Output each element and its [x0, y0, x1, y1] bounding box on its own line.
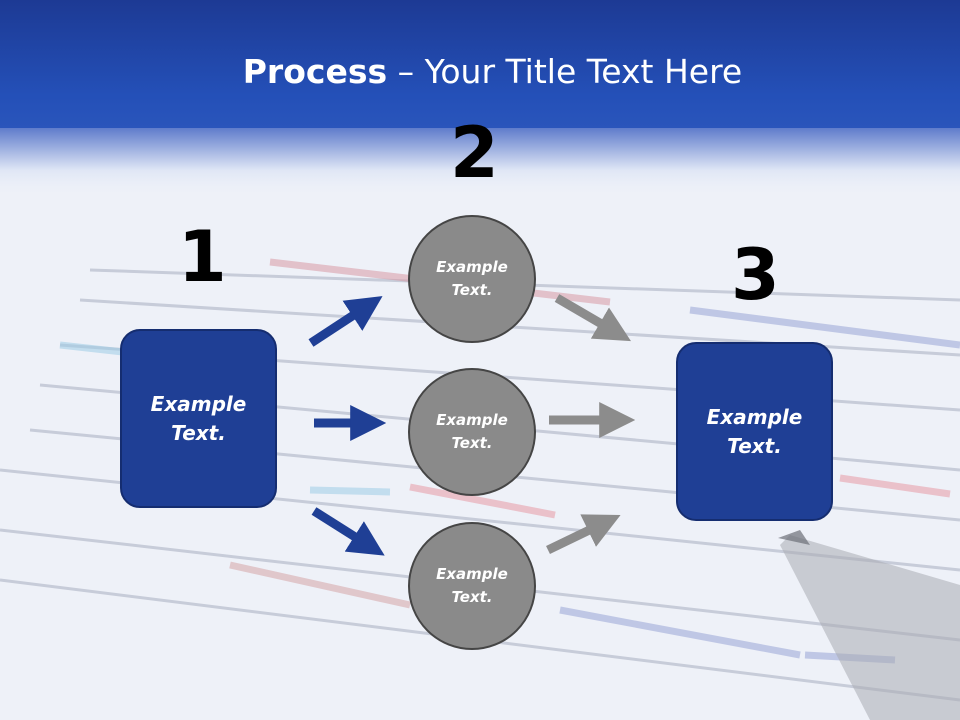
page-title: Process – Your Title Text Here	[0, 52, 960, 91]
arrow-blue-up	[308, 296, 383, 347]
arrow-blue-down	[311, 507, 385, 556]
step-2-circle-top: Example Text.	[408, 215, 536, 343]
step-number-1: 1	[178, 216, 227, 298]
step-number-3: 3	[731, 234, 780, 316]
step-1-label: Example Text.	[150, 391, 247, 445]
arrow-gray-up	[546, 514, 621, 555]
circle-top-label: Example Text.	[436, 257, 508, 299]
circle-bottom-label: Example Text.	[436, 564, 508, 606]
circle-middle-label: Example Text.	[436, 410, 508, 452]
step-1-box: Example Text.	[120, 329, 277, 508]
step-2-circle-middle: Example Text.	[408, 368, 536, 496]
title-bold: Process	[242, 52, 388, 91]
step-number-2: 2	[450, 112, 499, 194]
arrow-gray-down	[554, 294, 631, 342]
step-3-box: Example Text.	[676, 342, 833, 521]
step-2-circle-bottom: Example Text.	[408, 522, 536, 650]
step-3-label: Example Text.	[706, 404, 803, 458]
title-rest: – Your Title Text Here	[387, 52, 743, 91]
